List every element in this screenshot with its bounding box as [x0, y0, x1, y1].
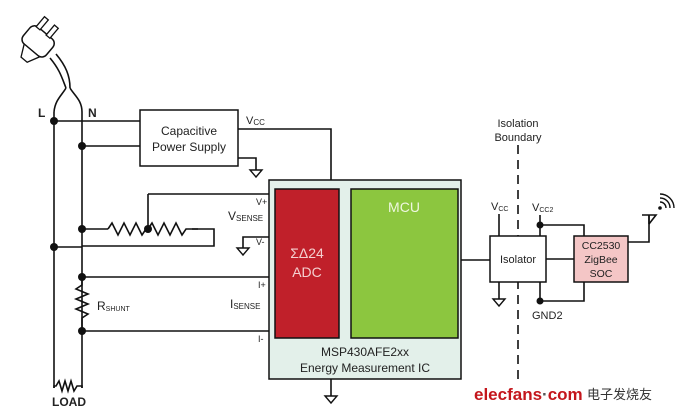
line-wire-top — [53, 87, 67, 113]
junction-dot — [50, 117, 58, 125]
power-supply-line1: Capacitive — [161, 124, 217, 138]
mcu-label: MCU — [388, 199, 420, 215]
antenna-icon — [628, 214, 658, 243]
vsense-label: VSENSE — [228, 209, 263, 223]
isolator-label: Isolator — [500, 254, 536, 266]
neutral-label: N — [88, 106, 97, 120]
zigbee-label-line1: CC2530 — [582, 240, 621, 252]
v-plus-label: V+ — [256, 197, 267, 207]
i-plus-label: I+ — [258, 280, 266, 290]
v-minus-label: V- — [256, 237, 265, 247]
divider-resistor-2 — [147, 221, 198, 237]
ground-icon — [323, 395, 339, 405]
adc-block — [274, 188, 340, 339]
adc-label-line1: ΣΔ24 — [290, 245, 324, 261]
neutral-wire-top — [69, 87, 83, 113]
isolation-label-line1: Isolation — [498, 118, 539, 130]
line-label: L — [38, 106, 45, 120]
isolation-label-line2: Boundary — [494, 132, 542, 144]
adc-label-line2: ADC — [292, 264, 322, 280]
zigbee-label-line2: ZigBee — [584, 254, 617, 266]
divider-resistor-1 — [107, 221, 147, 237]
shunt-label: RSHUNT — [97, 299, 131, 313]
isense-label: ISENSE — [230, 297, 260, 311]
ic-label-line2: Energy Measurement IC — [300, 361, 430, 375]
gnd2-label: GND2 — [532, 310, 563, 322]
power-supply-line2: Power Supply — [152, 140, 226, 154]
junction-dot — [78, 142, 86, 150]
i-minus-label: I- — [258, 334, 264, 344]
capacitive-power-supply-block — [139, 109, 239, 167]
watermark: elecfans·com 电子发烧友 — [474, 385, 652, 404]
ground-icon — [491, 298, 507, 308]
zigbee-soc-block — [573, 235, 629, 283]
watermark-brand: elecfans·com — [474, 385, 583, 404]
watermark-cn: 电子发烧友 — [587, 387, 652, 403]
power-plug-icon — [20, 15, 71, 89]
load-label: LOAD — [52, 395, 86, 409]
load-resistor — [53, 378, 83, 394]
ground-icon — [248, 169, 264, 179]
ic-label-line1: MSP430AFE2xx — [321, 345, 409, 359]
mcu-block — [350, 188, 459, 339]
zigbee-label-line3: SOC — [590, 268, 613, 280]
isolator-block — [489, 235, 547, 283]
vcc-label: VCC — [246, 115, 265, 127]
wireless-signal-icon — [658, 193, 675, 210]
isolator-vcc2-label: VCC2 — [532, 202, 553, 214]
isolator-vcc-label: VCC — [491, 201, 508, 213]
shunt-resistor — [73, 277, 91, 330]
ground-icon — [235, 247, 251, 257]
